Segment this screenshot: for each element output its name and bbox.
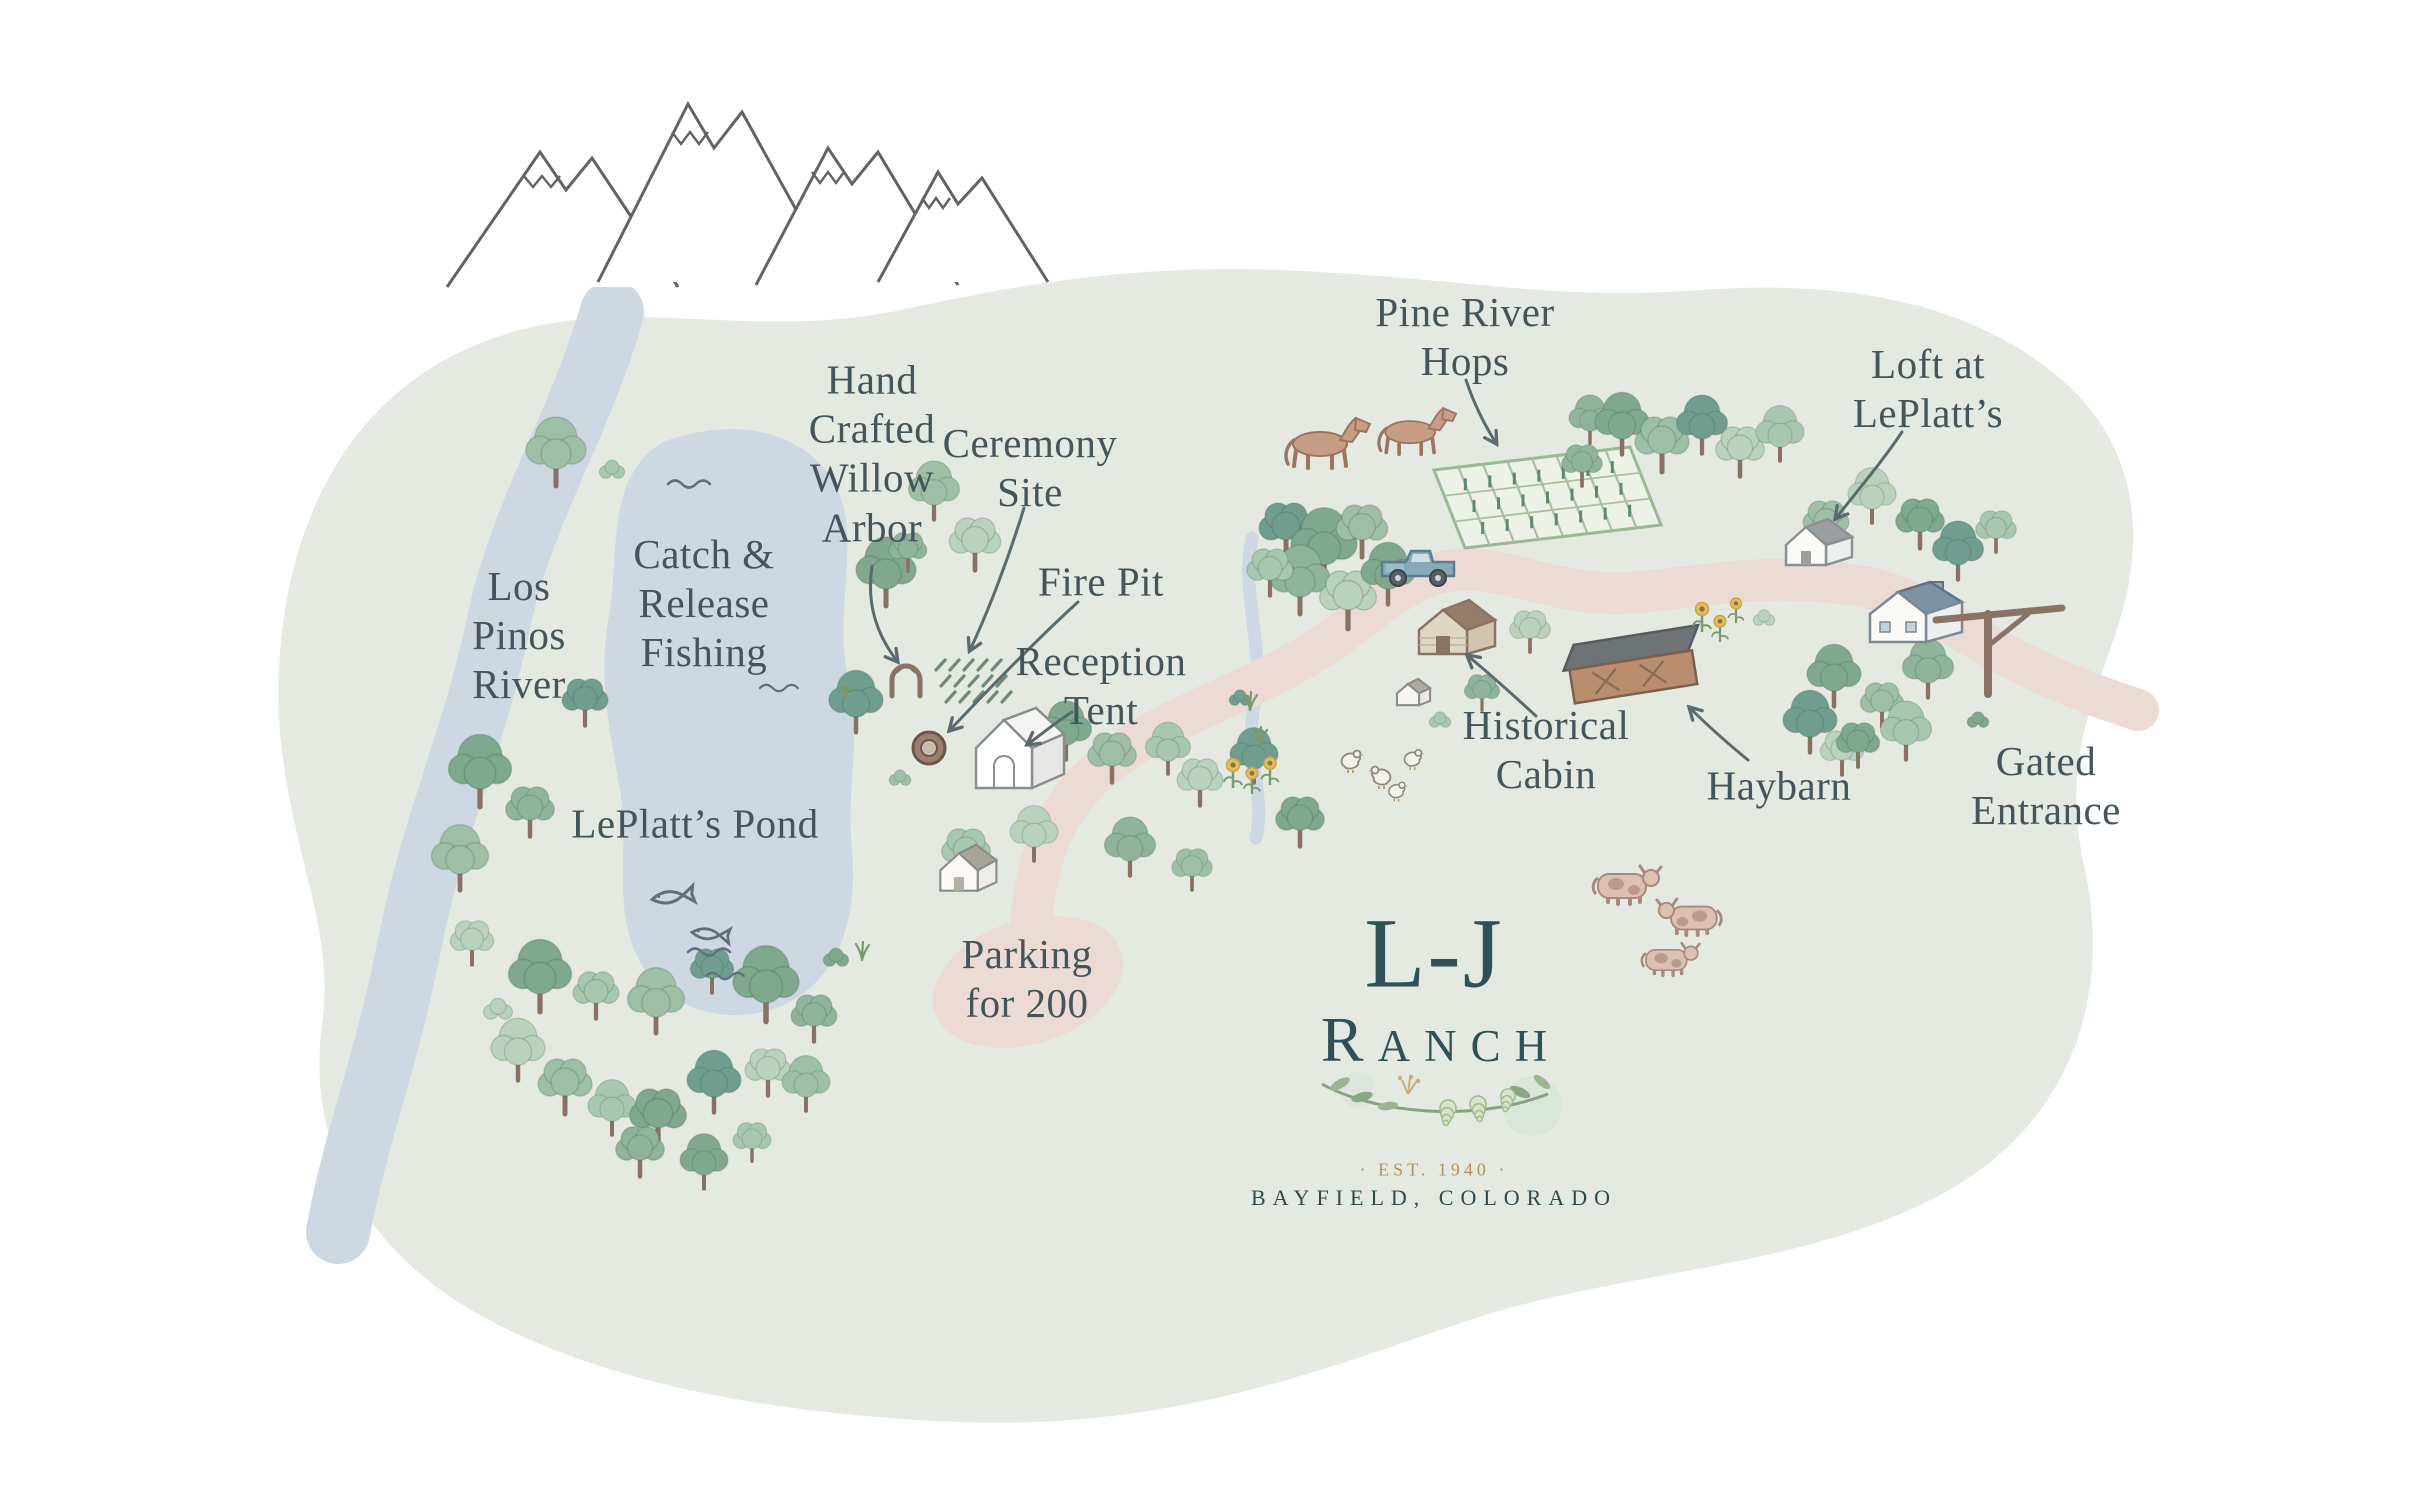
willow-arbor	[889, 663, 923, 699]
logo-initials: L-J	[1364, 897, 1504, 1009]
arrow-willow-arbor	[868, 564, 897, 661]
label-pine-river-hops: Pine River Hops	[1375, 288, 1555, 384]
ceremony-site-seating	[934, 658, 1013, 704]
arrow-loft	[1836, 430, 1904, 518]
historical-cabin-building	[1417, 598, 1498, 656]
label-historical-cabin: Historical Cabin	[1462, 701, 1630, 797]
arrow-haybarn	[1690, 708, 1750, 762]
logo-est: · EST. 1940 ·	[1359, 1159, 1509, 1180]
label-reception-tent: Reception Tent	[1015, 637, 1187, 733]
arrow-historical-cabin	[1468, 656, 1538, 718]
arrow-pine-river-hops	[1464, 378, 1496, 443]
label-leplatts-pond: LePlatt’s Pond	[571, 800, 819, 847]
label-willow-arbor: Hand Crafted Willow Arbor	[808, 356, 936, 551]
label-gated-entrance: Gated Entrance	[1971, 737, 2121, 833]
fire-pit	[911, 730, 947, 766]
pond	[604, 428, 854, 1016]
mountains	[445, 100, 1050, 288]
label-ceremony-site: Ceremony Site	[942, 419, 1118, 515]
arrow-fire-pit	[950, 600, 1080, 730]
logo-location: BAYFIELD, COLORADO	[1251, 1185, 1617, 1210]
label-haybarn: Haybarn	[1706, 762, 1852, 809]
hops-field	[1431, 445, 1664, 550]
haybarn-building	[1561, 623, 1701, 705]
chapel-building	[939, 843, 999, 893]
label-loft: Loft at LePlatt’s	[1852, 340, 2004, 436]
shed-building	[1395, 677, 1433, 707]
truck	[1380, 549, 1456, 587]
logo-botanical	[1321, 1072, 1562, 1136]
label-catch-release: Catch & Release Fishing	[633, 531, 775, 676]
main-house-building	[1868, 580, 1965, 644]
label-fire-pit: Fire Pit	[1038, 558, 1164, 605]
reception-tent-building	[974, 706, 1067, 790]
arrow-reception-tent	[1028, 710, 1074, 744]
label-parking: Parking for 200	[961, 930, 1093, 1026]
parking-area	[932, 915, 1124, 1049]
label-arrows	[868, 378, 1904, 762]
label-los-pinos-river: Los Pinos River	[472, 563, 566, 708]
gated-entrance-structure	[1932, 604, 2066, 698]
loft-building	[1784, 517, 1855, 567]
arrow-ceremony-site	[970, 506, 1026, 650]
logo-name: Ranch	[1320, 1004, 1562, 1075]
